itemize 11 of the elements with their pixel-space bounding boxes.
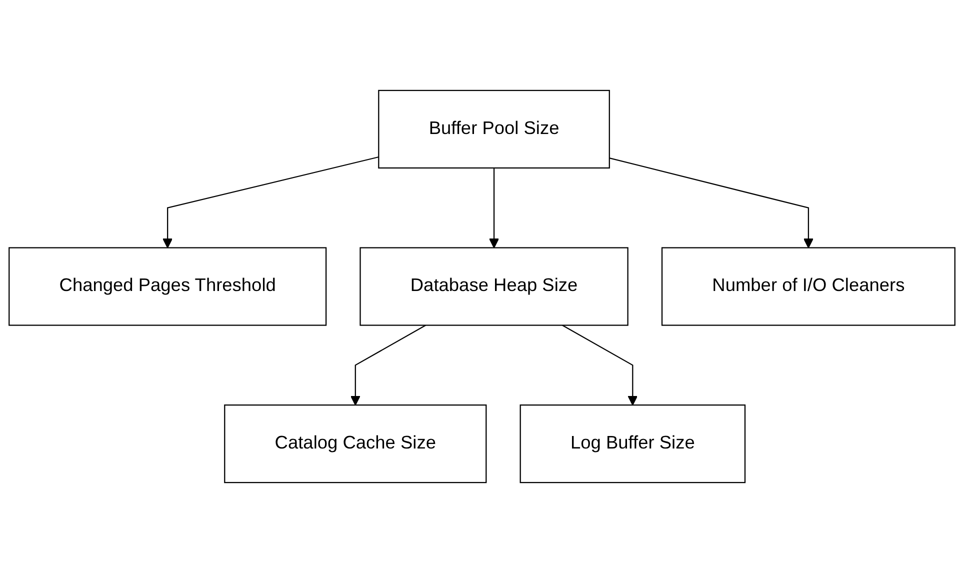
arrow [609,158,814,248]
arrow [162,156,379,248]
node-box: Changed Pages Threshold [8,247,327,326]
node-box: Buffer Pool Size [378,90,610,169]
arrow [562,324,638,406]
arrow [489,168,500,248]
node-box: Database Heap Size [360,247,628,326]
node-box: Log Buffer Size [520,404,746,484]
arrow [350,324,426,406]
node-box: Catalog Cache Size [224,404,487,484]
node-box: Number of I/O Cleaners [661,247,956,326]
